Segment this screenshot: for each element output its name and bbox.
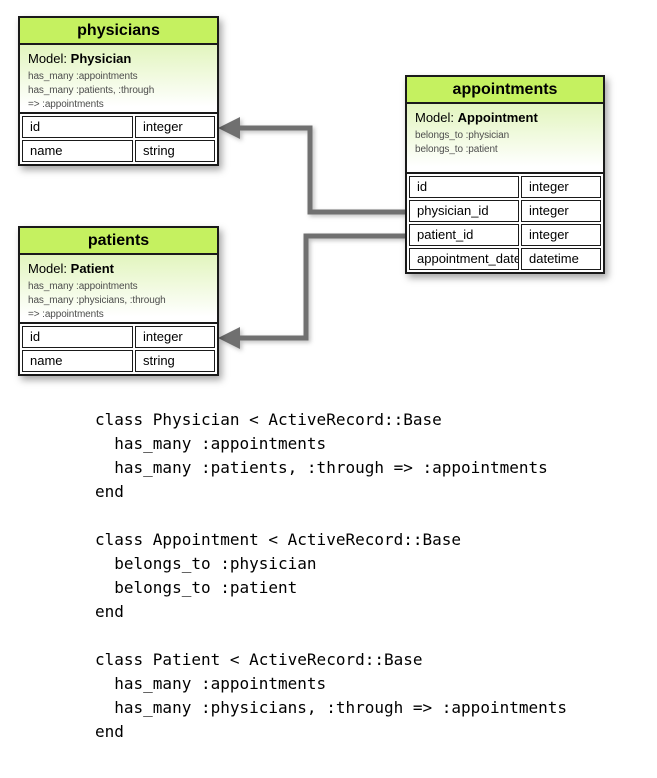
table-title: physicians [20, 18, 217, 45]
arrow-appointments-patient [218, 233, 405, 349]
columns-grid: id integer name string [20, 324, 217, 374]
arrowhead-icon [218, 117, 240, 139]
column-type-cell: datetime [521, 248, 601, 270]
column-type-cell: integer [521, 200, 601, 222]
columns-grid: id integer physician_id integer patient_… [407, 174, 603, 272]
rails-model-code: class Physician < ActiveRecord::Base has… [95, 410, 568, 741]
model-line: Model: Physician [28, 51, 217, 66]
association-line: => :appointments [28, 309, 104, 320]
arrow-line [237, 125, 405, 215]
column-type-cell: integer [135, 116, 215, 138]
column-type-cell: integer [521, 224, 601, 246]
column-type-cell: integer [521, 176, 601, 198]
table-appointments: appointments Model: Appointment belongs_… [405, 75, 605, 274]
model-label: Model: [415, 110, 455, 125]
table-physicians: physicians Model: Physician has_many :ap… [18, 16, 219, 166]
association-line: has_many :patients, :through [28, 85, 155, 96]
column-type-cell: string [135, 350, 215, 372]
columns-grid: id integer name string [20, 114, 217, 164]
model-label: Model: [28, 261, 68, 276]
column-name-cell: id [22, 326, 133, 348]
association-line: has_many :physicians, :through [28, 295, 166, 306]
model-section: Model: Patient has_many :appointments ha… [20, 255, 217, 324]
column-name-cell: name [22, 140, 133, 162]
association-line: belongs_to :physician [415, 130, 510, 141]
column-type-cell: string [135, 140, 215, 162]
model-line: Model: Patient [28, 261, 217, 276]
model-section: Model: Physician has_many :appointments … [20, 45, 217, 114]
model-name: Patient [70, 261, 114, 276]
column-name-cell: patient_id [409, 224, 519, 246]
association-line: has_many :appointments [28, 71, 138, 82]
table-patients: patients Model: Patient has_many :appoin… [18, 226, 219, 376]
column-name-cell: id [22, 116, 133, 138]
table-title: appointments [407, 77, 603, 104]
column-name-cell: physician_id [409, 200, 519, 222]
association-line: belongs_to :patient [415, 144, 498, 155]
model-name: Physician [70, 51, 132, 66]
model-line: Model: Appointment [415, 110, 603, 125]
arrow-appointments-physician [218, 117, 405, 215]
column-name-cell: appointment_date [409, 248, 519, 270]
column-name-cell: name [22, 350, 133, 372]
model-name: Appointment [457, 110, 538, 125]
arrowhead-icon [218, 327, 240, 349]
arrow-line [237, 233, 405, 341]
table-title: patients [20, 228, 217, 255]
association-line: has_many :appointments [28, 281, 138, 292]
column-name-cell: id [409, 176, 519, 198]
model-label: Model: [28, 51, 68, 66]
association-line: => :appointments [28, 99, 104, 110]
column-type-cell: integer [135, 326, 215, 348]
model-section: Model: Appointment belongs_to :physician… [407, 104, 603, 174]
